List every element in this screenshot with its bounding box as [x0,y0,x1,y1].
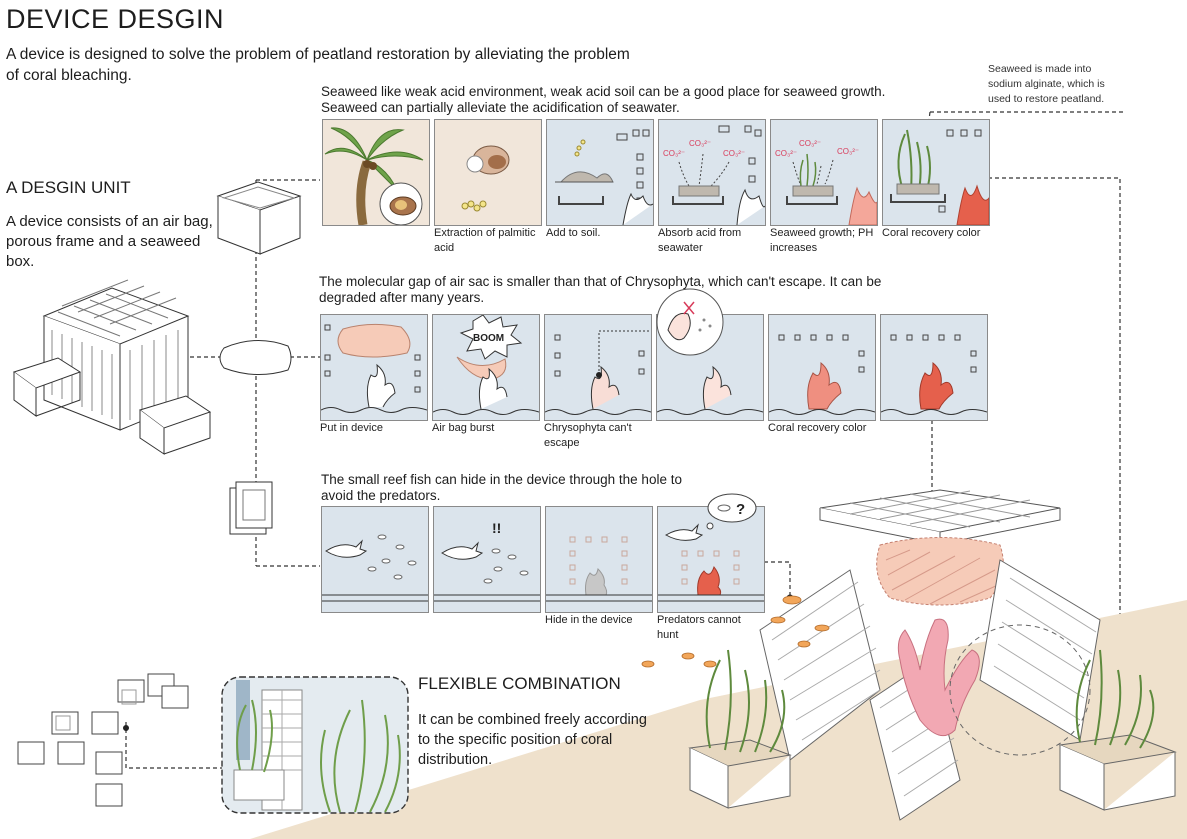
flexible-heading: FLEXIBLE COMBINATION [418,674,621,693]
row3-label-predators: Predators cannot hunt [657,614,741,641]
row3-panel-alert: !! [433,506,541,613]
right-connector [988,177,1121,700]
chem-label-3: CO₃²⁻ [723,149,745,158]
chem-label-4: CO₃²⁻ [775,149,797,158]
chem-label-5: CO₃²⁻ [799,139,821,148]
row2-label-put-in: Put in device [320,422,383,434]
flexible-description: It can be combined freely according to t… [418,712,647,768]
row3-caption-line2: avoid the predators. [321,488,441,503]
row1-panel-coral-recovery [882,119,990,226]
row1-label-seaweed-growth: Seaweed growth; PH increases [770,227,874,254]
design-unit-sketch [12,279,212,455]
seaweed-note: Seaweed is made into sodium alginate, wh… [988,63,1105,105]
row1-caption-line2: Seaweed can partially alleviate the acid… [321,100,680,115]
chem-label-2: CO₃²⁻ [689,139,711,148]
row1-label-extraction: Extraction of palmitic acid [434,227,536,254]
row3-panel-shark [321,506,429,613]
row3-caption-line1: The small reef fish can hide in the devi… [321,472,682,487]
chem-label-1: CO₃²⁻ [663,149,685,158]
device-illustration [641,489,1177,821]
row1-caption-line1: Seaweed like weak acid environment, weak… [321,84,886,99]
row1-label-add-soil: Add to soil. [546,227,601,239]
row2-panel-chrysophyta [544,314,652,421]
air-bag-icon [219,339,292,376]
combination-detail-content [233,680,401,813]
row2-label-burst: Air bag burst [432,422,495,434]
row3-panel-hide [545,506,653,613]
row1-label-coral-recovery: Coral recovery color [882,227,981,239]
row2-panel-coral-mid [768,314,876,421]
row1-panel-absorb: CO₃²⁻ CO₃²⁻ CO₃²⁻ [658,119,766,226]
fish-connector [764,561,791,596]
boom-text: BOOM [473,333,504,344]
porous-frame-icon [229,481,273,535]
page-title: DEVICE DESGIN [6,4,225,34]
chem-label-6: CO₃²⁻ [837,147,859,156]
combination-connector [125,722,222,769]
intro-text: A device is designed to solve the proble… [6,46,630,84]
row1-panel-palm [322,119,430,226]
row2-caption-line2: degraded after many years. [319,290,485,305]
combination-sketch [17,673,189,807]
unit-heading: A DESGIN UNIT [6,178,131,197]
row3-label-hide: Hide in the device [545,614,633,626]
row1-label-absorb: Absorb acid from seawater [658,227,742,254]
unit-description: A device consists of an air bag, a porou… [6,213,226,270]
row2-panel-coral-bright [880,314,988,421]
row2-label-chrysophyta: Chrysophyta can't escape [544,422,632,449]
row1-panel-extraction [434,119,542,226]
row2-panel-put-in [320,314,428,421]
row2-panel-burst: BOOM [432,314,540,421]
row2-caption-line1: The molecular gap of air sac is smaller … [319,274,882,289]
row1-panel-add-soil [546,119,654,226]
row2-label-coral-recovery: Coral recovery color [768,422,867,434]
seaweed-box-icon [216,181,302,255]
zoom-bubble [656,288,724,356]
row1-panel-seaweed-growth: CO₃²⁻ CO₃²⁻ CO₃²⁻ [770,119,878,226]
exclaim-text: !! [492,520,501,536]
thought-bubble: ? [706,493,757,530]
question-mark: ? [736,501,745,518]
